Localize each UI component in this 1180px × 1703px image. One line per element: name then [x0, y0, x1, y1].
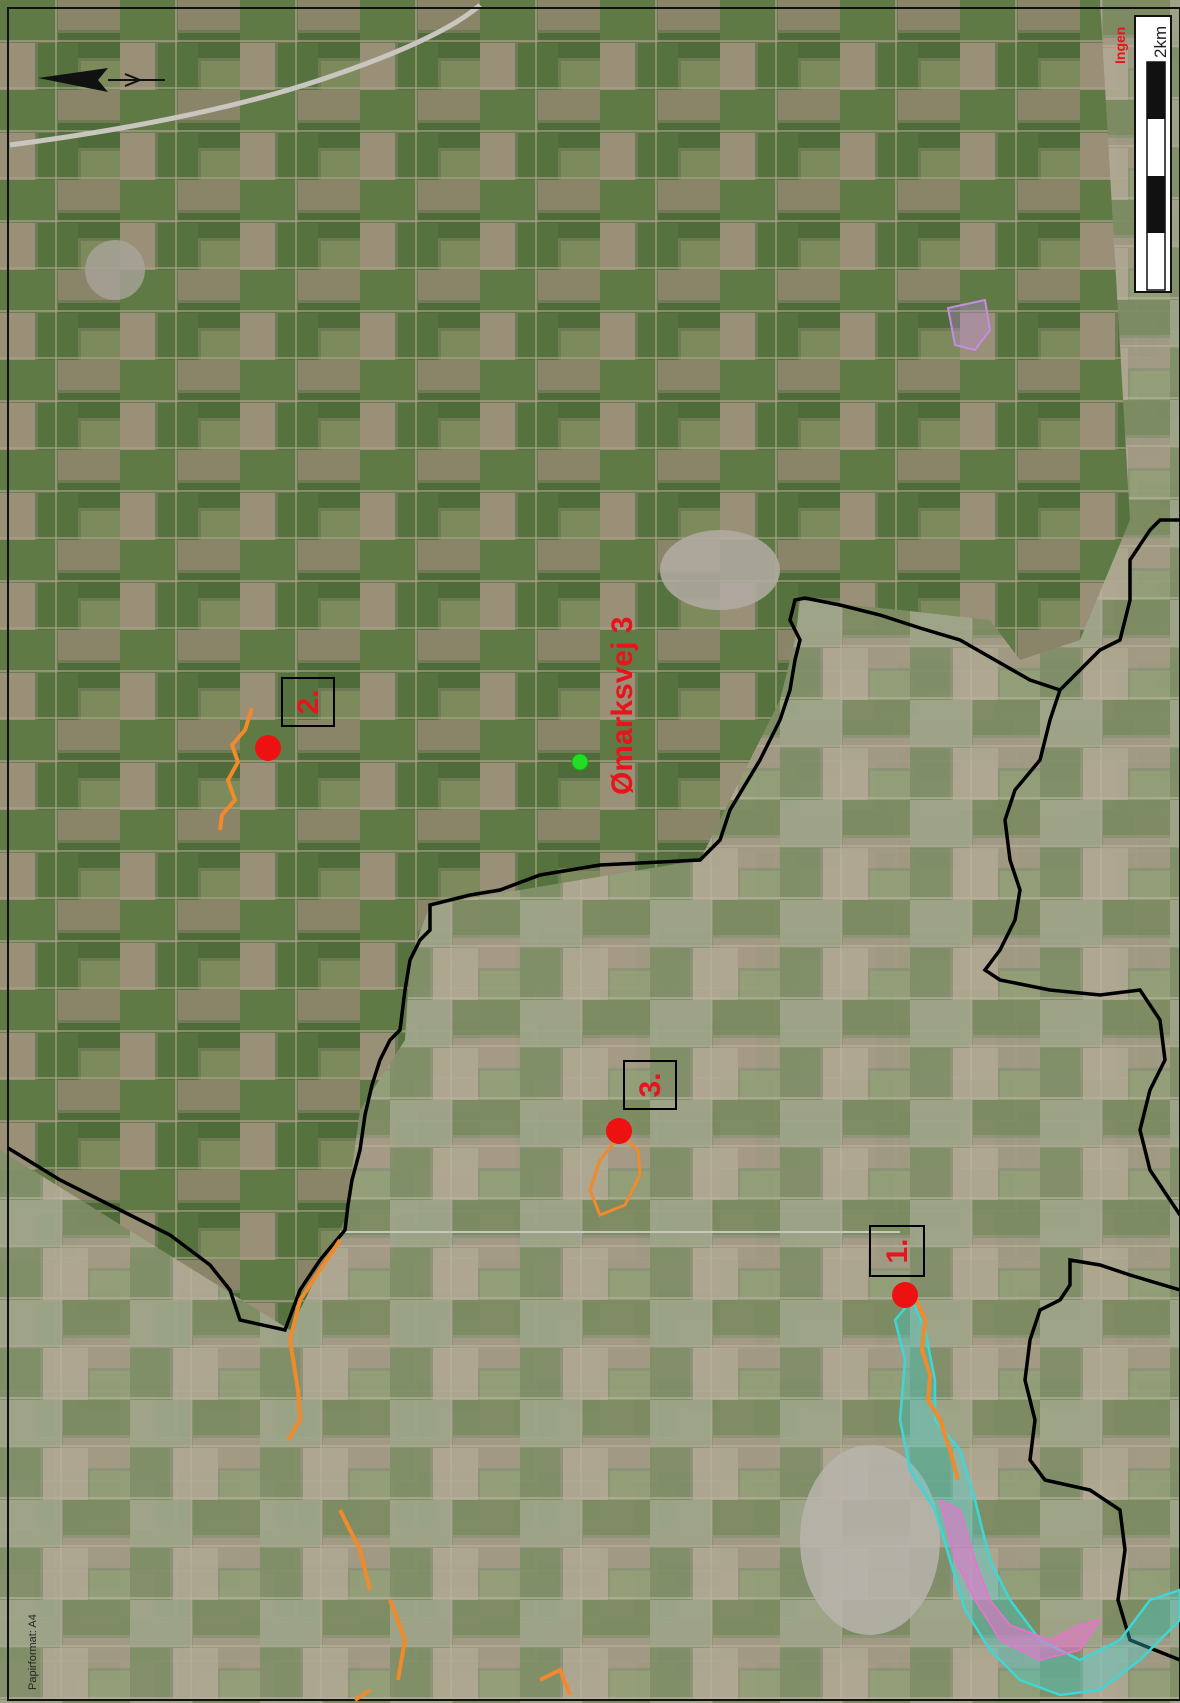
stream-buffer-west [286, 1238, 572, 1702]
town-patch-south [800, 1445, 940, 1635]
town-patch-north [660, 530, 780, 610]
protected-area-violet [946, 298, 992, 352]
main-road [9, 3, 482, 148]
scale-bar-label: 2km [1151, 26, 1170, 58]
protected-area-pink [938, 1498, 1102, 1661]
site-3-marker[interactable] [606, 1118, 632, 1144]
site-2-box [281, 677, 335, 727]
site-3-box [623, 1060, 677, 1110]
legend-label: Ingen [1112, 27, 1128, 64]
site-1-label: 1. [881, 1238, 914, 1263]
municipal-boundary-east [982, 689, 1180, 1216]
site-3-label: 3. [634, 1072, 667, 1097]
north-arrow-icon [38, 68, 165, 92]
stream-buffer-2 [218, 707, 254, 831]
site-2-label: 2. [292, 689, 325, 714]
protected-area-cyan [893, 1297, 1180, 1697]
paper-format-note: Papirformat: A4 [27, 1614, 39, 1690]
site-1-marker[interactable] [892, 1282, 918, 1308]
stream-buffer-3 [588, 1132, 642, 1217]
site-2-marker[interactable] [255, 735, 281, 761]
address-label: Ømarksvej 3 [606, 617, 639, 795]
map-frame [7, 7, 1180, 1701]
site-1-box [869, 1225, 925, 1277]
scale-bar [1134, 15, 1172, 293]
address-marker[interactable] [571, 753, 589, 771]
stream-buffer-1 [913, 1297, 960, 1481]
town-patch-west [85, 240, 145, 300]
municipal-boundary-southeast [1023, 1257, 1180, 1662]
